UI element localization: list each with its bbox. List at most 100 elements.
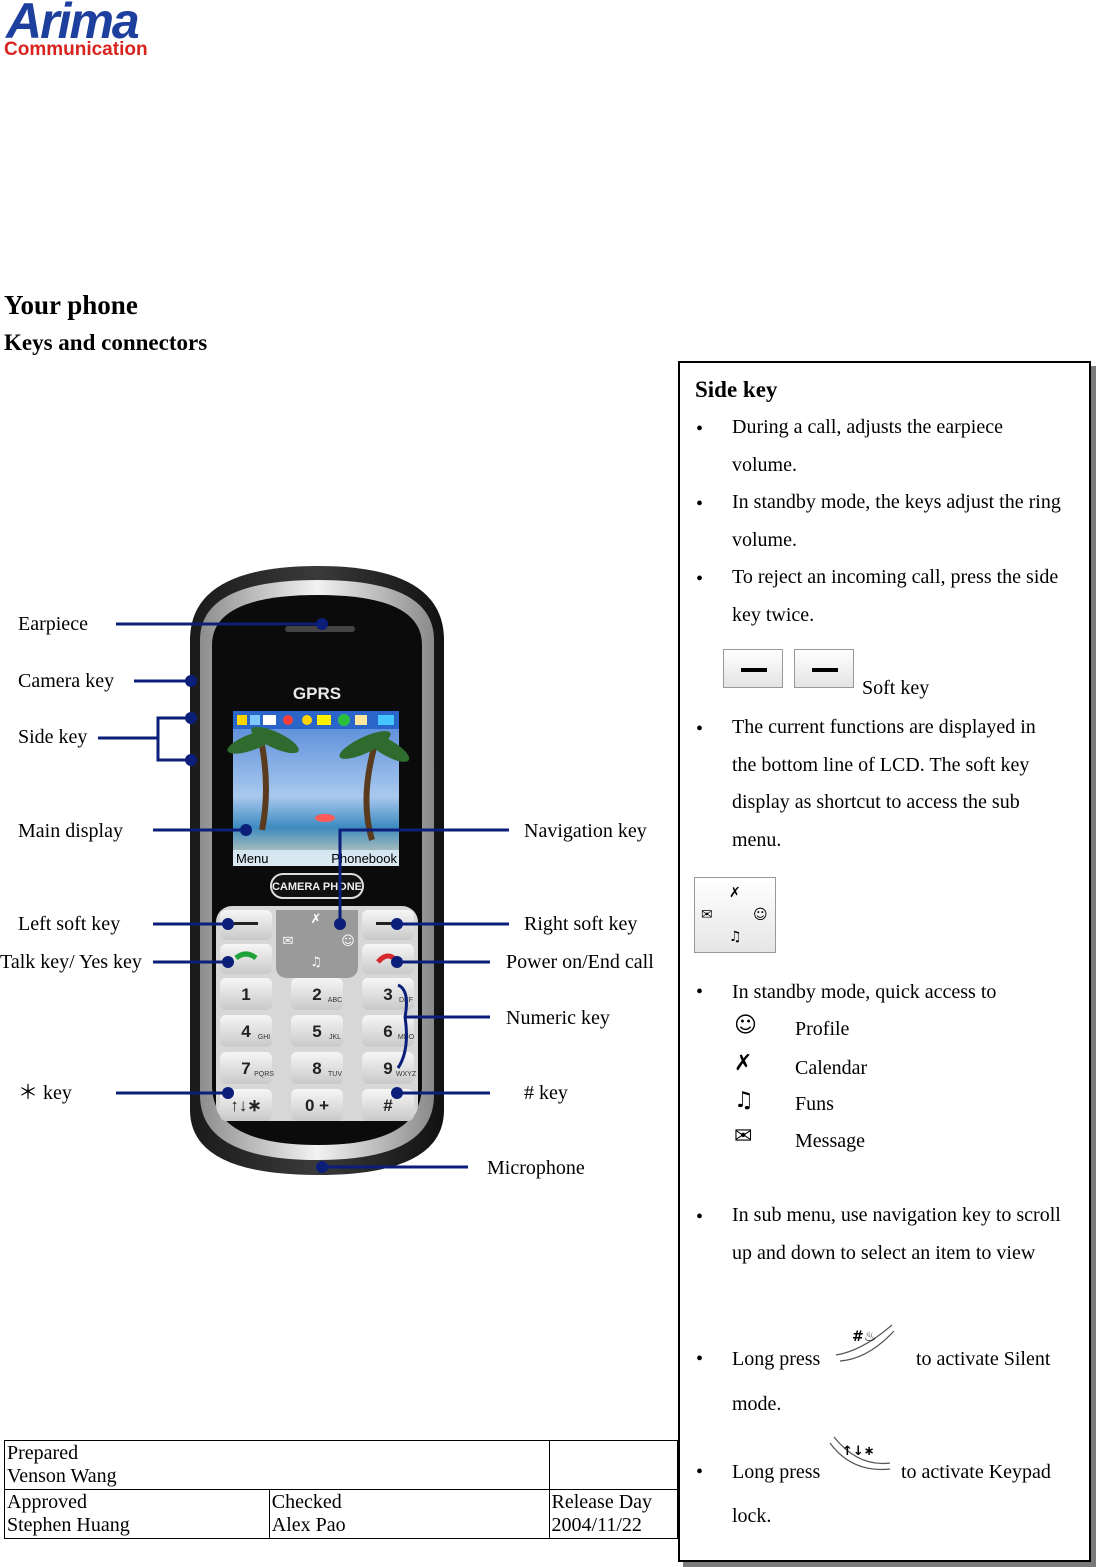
label-talk-key: Talk key/ Yes key bbox=[0, 951, 142, 973]
label-right-soft-key: Right soft key bbox=[524, 913, 638, 935]
bullet-dot: • bbox=[696, 1348, 704, 1370]
label-main-display: Main display bbox=[18, 820, 123, 842]
approved-label: Approved bbox=[7, 1491, 87, 1513]
release-label: Release Day bbox=[551, 1491, 653, 1513]
text-line: display as shortcut to access the sub bbox=[732, 791, 1020, 813]
talk-key-button bbox=[220, 944, 272, 974]
text-line: up and down to select an item to view bbox=[732, 1241, 1036, 1264]
text-line: During a call, adjusts the earpiece bbox=[732, 416, 1003, 438]
keypad-key-number: 0 + bbox=[305, 1096, 329, 1115]
quick-access-text: In standby mode, quick access to bbox=[732, 981, 997, 1003]
bullet-dot: • bbox=[696, 718, 704, 740]
nav-message-icon: ✉ bbox=[283, 934, 294, 949]
palm-trunk-left bbox=[259, 744, 269, 831]
keypad-key-number: 5 bbox=[312, 1022, 321, 1041]
company-logo: Arima Communication bbox=[4, 0, 159, 62]
keypad-key-number: # bbox=[383, 1096, 393, 1115]
label-star-key: ＊ key bbox=[18, 1082, 72, 1104]
keypad-key-number: 3 bbox=[383, 985, 392, 1004]
nav-funs-icon: ♫ bbox=[310, 955, 322, 970]
screen-softkey-right: Phonebook bbox=[331, 851, 397, 866]
keypad-key bbox=[220, 1015, 272, 1047]
bullet-dot: • bbox=[696, 1461, 704, 1483]
callout-dots bbox=[185, 618, 403, 1173]
checked-label: Checked bbox=[271, 1491, 342, 1513]
document-footer-table: Prepared Venson Wang Approved Stephen Hu… bbox=[4, 1440, 1094, 1539]
bullet-dot: • bbox=[696, 568, 704, 590]
silent-text-2: mode. bbox=[732, 1393, 782, 1415]
funs-icon: ♫ bbox=[734, 1088, 754, 1113]
prepared-label: Prepared bbox=[7, 1442, 79, 1464]
text-line: In sub menu, use navigation key to scrol… bbox=[732, 1204, 1061, 1226]
text-line: the bottom line of LCD. The soft key bbox=[732, 753, 1030, 776]
phone-brand-text: GPRS bbox=[293, 684, 341, 703]
keypad-key bbox=[291, 1089, 343, 1121]
bullet-dot: • bbox=[696, 981, 704, 1003]
navigation-key-icon: ✗ ✉ ☺ ♫ bbox=[694, 877, 776, 953]
submenu-description: In sub menu, use navigation key to scrol… bbox=[732, 1197, 1084, 1272]
menu-item-message: Message bbox=[795, 1130, 865, 1152]
keypad-key-number: 6 bbox=[383, 1022, 392, 1041]
keypad-key bbox=[220, 1052, 272, 1084]
star-key-icon: ↑↓∗ bbox=[829, 1436, 891, 1471]
keypad-key-letters: ABC bbox=[328, 997, 342, 1004]
end-key-button bbox=[362, 944, 414, 974]
menu-item-calendar: Calendar bbox=[795, 1057, 868, 1079]
text-line: In standby mode, the keys adjust the rin… bbox=[732, 491, 1061, 513]
text-line: The current functions are displayed in bbox=[732, 716, 1036, 738]
keypad-text-2: lock. bbox=[732, 1505, 772, 1527]
prepared-name: Venson Wang bbox=[7, 1465, 117, 1487]
keypad-key-number: 4 bbox=[241, 1022, 251, 1041]
keypad-key-letters: PQRS bbox=[254, 1071, 274, 1078]
keypad-key-letters: TUV bbox=[328, 1071, 342, 1078]
long-press-text: Long press bbox=[732, 1461, 821, 1483]
keypad-key-letters: GHI bbox=[258, 1034, 271, 1041]
text-line: volume. bbox=[732, 528, 797, 551]
talk-handset-icon bbox=[234, 951, 258, 961]
keypad-key bbox=[291, 978, 343, 1010]
side-key-panel: Side key • During a call, adjusts the ea… bbox=[678, 361, 1091, 1562]
keypad-key-number: ↑↓∗ bbox=[230, 1096, 261, 1115]
callout-lines bbox=[98, 622, 509, 1169]
bullet-dot: • bbox=[696, 1206, 704, 1228]
empty-cell bbox=[548, 1440, 679, 1490]
text-line: volume. bbox=[732, 453, 797, 476]
silent-text: to activate Silent bbox=[916, 1348, 1051, 1370]
label-hash-key: # key bbox=[524, 1082, 568, 1104]
keypad-key bbox=[362, 1015, 414, 1047]
approved-cell: Approved Stephen Huang bbox=[4, 1489, 270, 1539]
keypad-key bbox=[220, 978, 272, 1010]
bullet-dot: • bbox=[696, 493, 704, 515]
nav-profile-icon: ☺ bbox=[341, 934, 355, 949]
logo-subtitle: Communication bbox=[4, 39, 148, 60]
bullet-dot: • bbox=[696, 418, 704, 440]
profile-icon: ☺ bbox=[753, 907, 768, 923]
prepared-cell: Prepared Venson Wang bbox=[4, 1440, 550, 1490]
label-side-key: Side key bbox=[18, 726, 88, 748]
soft-key-description: The current functions are displayed in t… bbox=[732, 709, 1084, 859]
nav-calendar-icon: ✗ bbox=[311, 912, 322, 927]
release-date: 2004/11/22 bbox=[551, 1514, 642, 1536]
keypad-text: to activate Keypad bbox=[901, 1461, 1051, 1483]
label-numeric-key: Numeric key bbox=[506, 1007, 610, 1029]
subsection-title: Keys and connectors bbox=[4, 330, 208, 355]
message-icon: ✉ bbox=[701, 907, 713, 923]
left-softkey-icon bbox=[723, 649, 783, 688]
message-icon: ✉ bbox=[734, 1124, 753, 1149]
camera-phone-badge-text: CAMERA PHONE bbox=[272, 881, 362, 893]
approved-name: Stephen Huang bbox=[7, 1514, 130, 1536]
calendar-icon: ✗ bbox=[729, 885, 741, 901]
keypad-key-number: 8 bbox=[312, 1059, 321, 1078]
text-line: menu. bbox=[732, 828, 782, 851]
checked-name: Alex Pao bbox=[271, 1514, 346, 1536]
hash-key-icon: #♨ bbox=[835, 1324, 895, 1362]
checked-cell: Checked Alex Pao bbox=[268, 1489, 550, 1539]
keypad-key-letters: JKL bbox=[329, 1034, 341, 1041]
profile-icon: ☺ bbox=[734, 1013, 757, 1038]
keypad-key-number: 2 bbox=[312, 985, 321, 1004]
logo-wordmark: Arima bbox=[6, 0, 140, 49]
text-line: To reject an incoming call, press the si… bbox=[732, 566, 1059, 588]
funs-icon: ♫ bbox=[729, 929, 742, 945]
label-power-key: Power on/End call bbox=[506, 951, 654, 973]
release-cell: Release Day 2004/11/22 bbox=[548, 1489, 679, 1539]
